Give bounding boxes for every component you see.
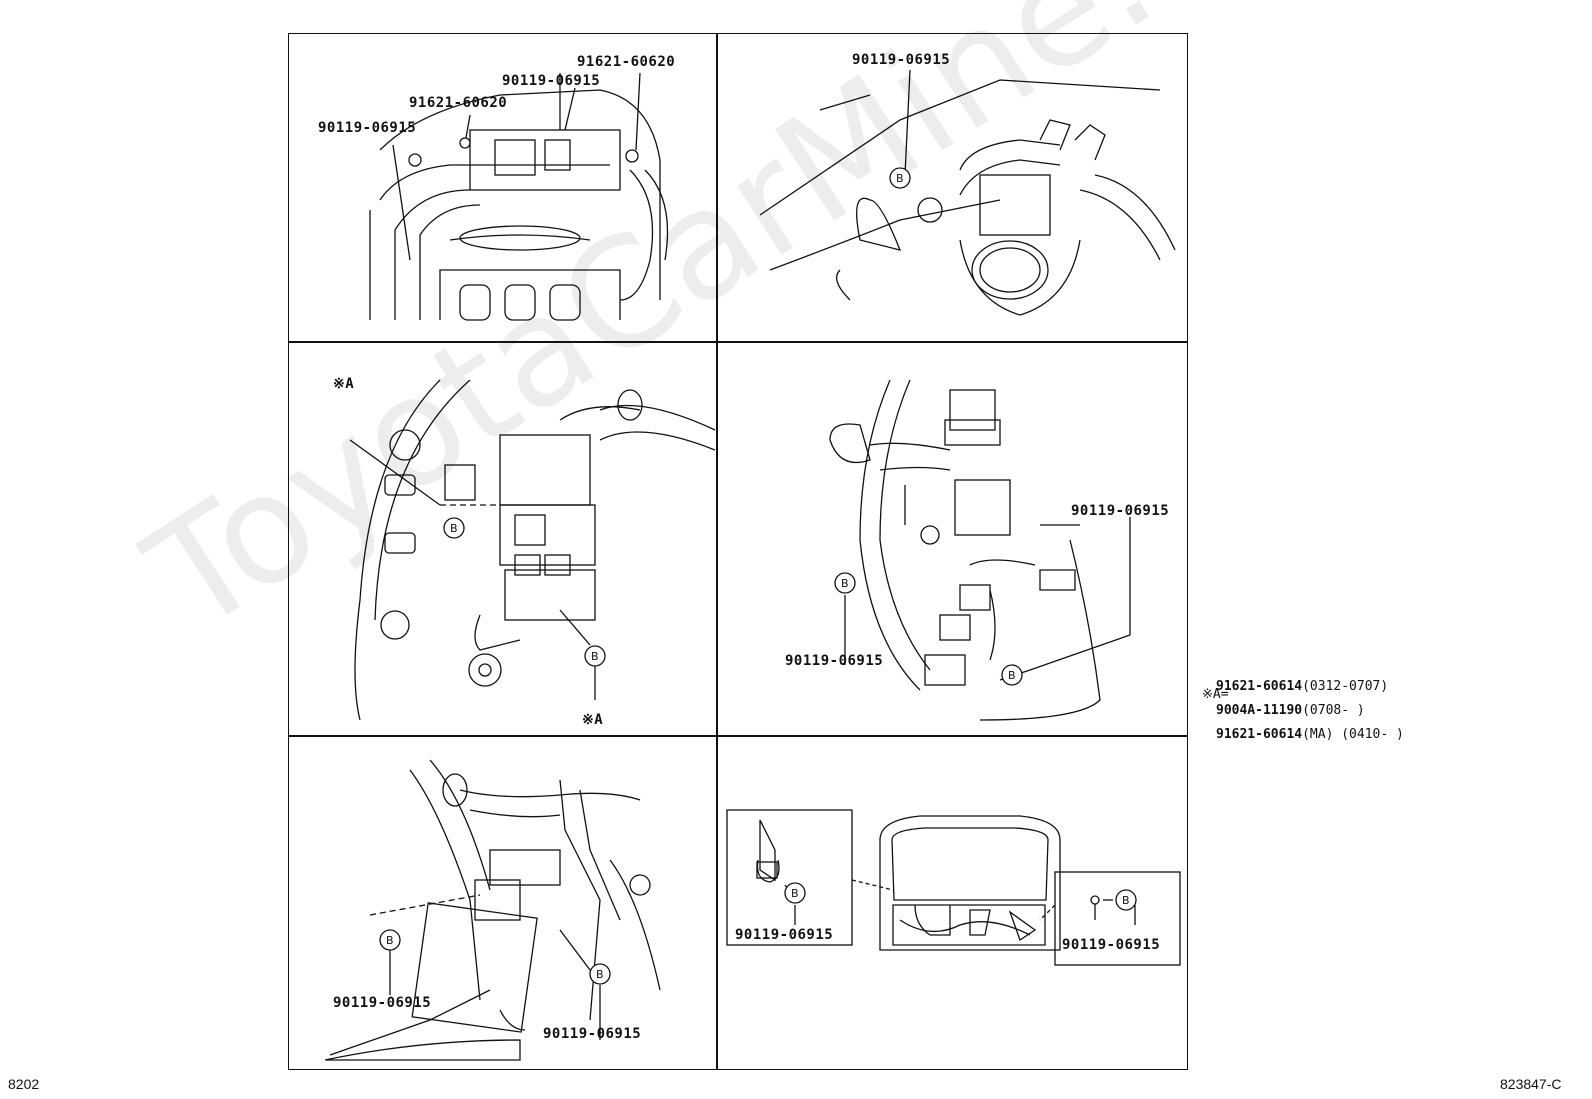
panel3-b2-letter: B [591, 650, 600, 663]
legend-row-1: 91621-60614(0312-0707) [1216, 680, 1388, 693]
panel6-b1-callout-circle [784, 882, 806, 904]
panel6-b2-letter: B [1122, 894, 1131, 907]
legend-row-2-note: (0708- ) [1302, 703, 1365, 718]
legend-row-1-part: 91621-60614 [1216, 679, 1303, 694]
panel6-label-left: 90119-06915 [735, 927, 834, 943]
panel6-drawing [726, 809, 1181, 966]
legend-prefix: ※A= [1202, 687, 1229, 702]
panel2-drawing [759, 69, 1176, 316]
panel4-b1-letter: B [841, 577, 850, 590]
legend-row-3-note: (MA) (0410- ) [1302, 727, 1404, 742]
panel1-drawing [369, 72, 669, 321]
panel4-b1-callout-circle [834, 572, 856, 594]
panel1-label-2: 90119-06915 [502, 73, 601, 89]
page-ref-left: 8202 [8, 1076, 40, 1092]
panel4-drawing [829, 379, 1131, 721]
panel1-label-4: 90119-06915 [318, 120, 417, 136]
panel3-b1-letter: B [450, 522, 459, 535]
legend-row-3-part: 91621-60614 [1216, 727, 1303, 742]
panel5-drawing [324, 759, 661, 1061]
panel3-b2-callout-circle [584, 645, 606, 667]
legend-row-3: 91621-60614(MA) (0410- ) [1216, 728, 1404, 741]
panel4-label-right: 90119-06915 [1071, 503, 1170, 519]
panel5-label-left: 90119-06915 [333, 995, 432, 1011]
panel4-label-left: 90119-06915 [785, 653, 884, 669]
panel3-drawing [349, 379, 716, 721]
diagram-frame [288, 33, 1188, 1070]
panel2-b-letter: B [896, 172, 905, 185]
panel6-label-right: 90119-06915 [1062, 937, 1161, 953]
panel2-b-callout-circle [889, 167, 911, 189]
panel3-b1-callout-circle [443, 517, 465, 539]
panel5-b2-callout-circle [589, 963, 611, 985]
page-ref-right: 823847-C [1500, 1076, 1562, 1092]
panel5-b2-letter: B [596, 968, 605, 981]
panel4-b2-callout-circle [1001, 664, 1023, 686]
panel5-b1-letter: B [386, 934, 395, 947]
panel2-label: 90119-06915 [852, 52, 951, 68]
panel-divider-vertical [716, 33, 718, 1070]
panel3-asterisk-a-top: ※A [333, 376, 355, 392]
legend-row-1-note: (0312-0707) [1302, 679, 1389, 694]
panel1-label-3: 91621-60620 [409, 95, 508, 111]
panel-divider-row1 [288, 341, 1188, 343]
panel6-b1-letter: B [791, 887, 800, 900]
legend-row-2: 9004A-11190(0708- ) [1216, 704, 1365, 717]
panel3-asterisk-a-bottom: ※A [582, 712, 604, 728]
panel-divider-row2 [288, 735, 1188, 737]
panel6-b2-callout-circle [1115, 889, 1137, 911]
panel5-b1-callout-circle [379, 929, 401, 951]
panel1-label-1: 91621-60620 [577, 54, 676, 70]
legend-row-2-part: 9004A-11190 [1216, 703, 1303, 718]
panel5-label-right: 90119-06915 [543, 1026, 642, 1042]
panel4-b2-letter: B [1008, 669, 1017, 682]
